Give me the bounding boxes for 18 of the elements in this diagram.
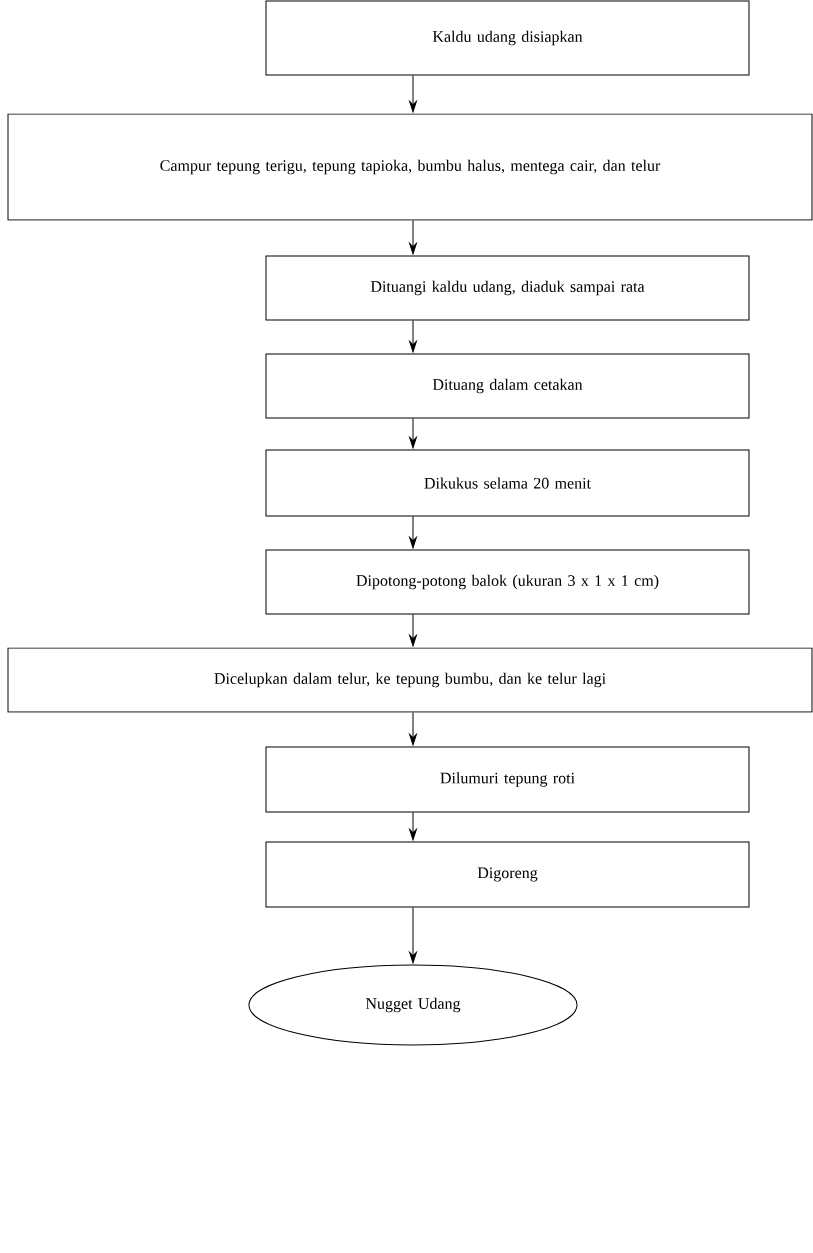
arrow (409, 812, 417, 841)
process-box: Digoreng (265, 841, 750, 908)
arrow (409, 75, 417, 113)
process-box: Dituangi kaldu udang, diaduk sampai rata (265, 255, 750, 321)
process-box: Kaldu udang disiapkan (265, 0, 750, 76)
arrow (409, 516, 417, 549)
arrow (409, 614, 417, 647)
process-box: Dilumuri tepung roti (265, 746, 750, 813)
process-box: Dipotong-potong balok (ukuran 3 x 1 x 1 cm) (265, 549, 750, 615)
arrow (409, 320, 417, 353)
arrow (409, 907, 417, 964)
arrow (409, 220, 417, 255)
arrow (409, 418, 417, 449)
process-box: Dicelupkan dalam telur, ke tepung bumbu, dan ke telur lagi (7, 647, 813, 713)
process-box: Campur tepung terigu, tepung tapioka, bumbu halus, mentega cair, dan telur (7, 113, 813, 221)
arrow (409, 712, 417, 746)
process-box: Dituang dalam cetakan (265, 353, 750, 419)
process-box: Dikukus selama 20 menit (265, 449, 750, 517)
